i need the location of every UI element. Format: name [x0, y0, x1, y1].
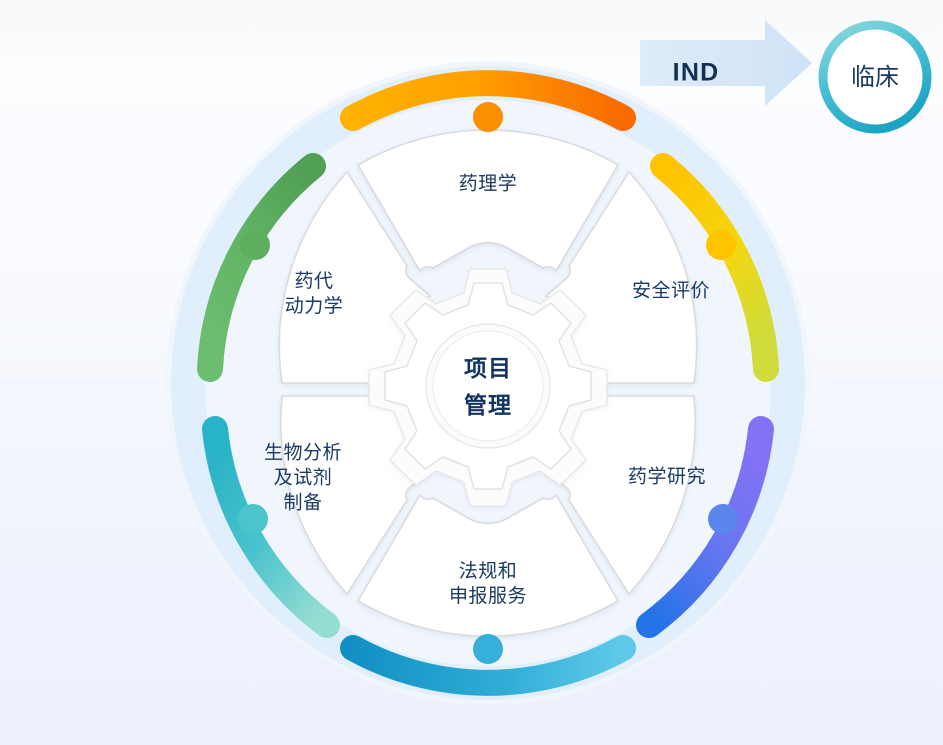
clinical-circle-ring — [818, 20, 932, 134]
arc-safety-evaluation[interactable] — [650, 153, 779, 382]
clinical-node[interactable] — [818, 20, 932, 134]
petal-pharmacology[interactable] — [356, 129, 620, 273]
dot-regulatory-and-filing — [473, 634, 503, 664]
dot-safety-evaluation — [706, 230, 736, 260]
clinical-circle-fill — [818, 20, 932, 134]
dot-bioanalysis-and-reagents — [238, 504, 268, 534]
arc-bioanalysis-and-reagents[interactable] — [202, 416, 340, 638]
center-gear — [368, 268, 608, 507]
gear-hub-inner — [432, 330, 544, 442]
dot-pharmacology — [473, 102, 503, 132]
arc-regulatory-and-filing[interactable] — [340, 635, 636, 696]
petal-group — [278, 129, 698, 637]
dot-pharmaceutical-research — [708, 504, 738, 534]
arc-group — [197, 70, 779, 696]
petal-regulatory-and-filing[interactable] — [356, 493, 620, 637]
ind-arrow-shape — [640, 20, 812, 106]
arc-pharmaceutical-research[interactable] — [636, 416, 774, 638]
dot-pharmacokinetics — [240, 230, 270, 260]
arc-pharmacokinetics[interactable] — [197, 153, 326, 382]
arc-pharmacology[interactable] — [340, 70, 636, 131]
ind-arrow — [640, 20, 812, 106]
